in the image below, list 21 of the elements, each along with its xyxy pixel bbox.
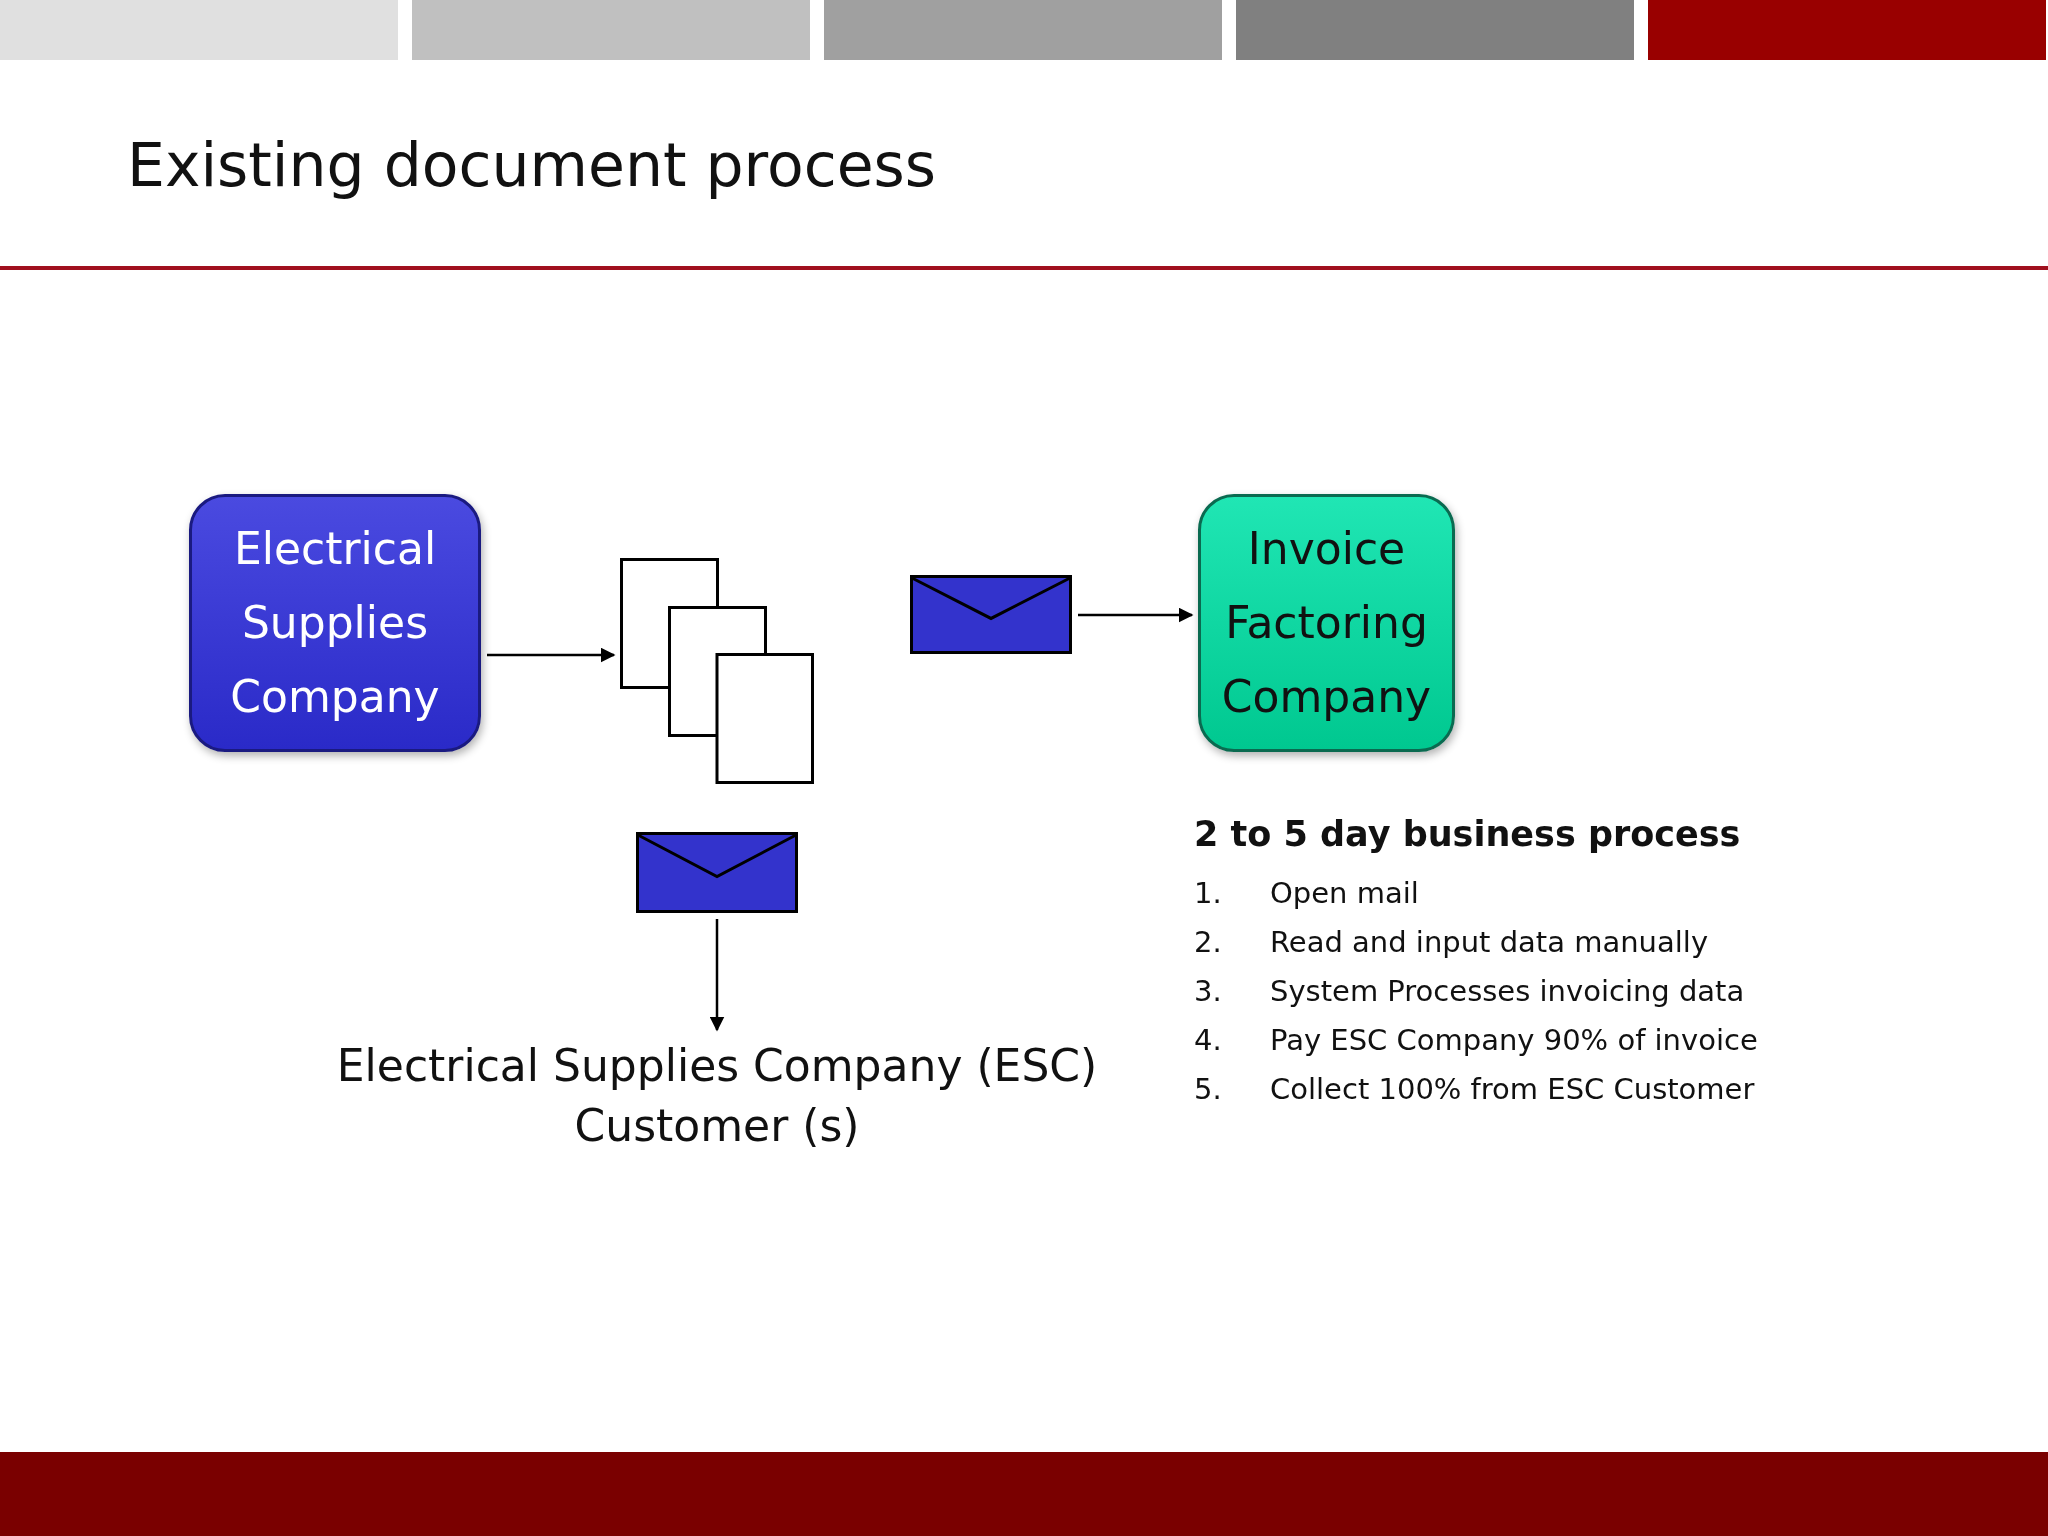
arrow	[709, 919, 725, 1032]
list-item: Read and input data manually	[1270, 925, 1709, 959]
customer-label: Electrical Supplies Company (ESC) Customer (s)	[330, 1036, 1104, 1160]
company-box: Electrical Supplies Company	[189, 494, 481, 752]
list-item: Collect 100% from ESC Customer	[1270, 1072, 1755, 1106]
envelope-icon	[636, 832, 798, 913]
list-number: 4.	[1194, 1023, 1222, 1057]
list-number: 2.	[1194, 925, 1222, 959]
list-item: System Processes invoicing data	[1270, 974, 1745, 1008]
list-item: Pay ESC Company 90% of invoice	[1270, 1023, 1758, 1057]
company-box: Invoice Factoring Company	[1198, 494, 1455, 752]
document-stack-icon	[620, 558, 814, 784]
envelope-icon	[910, 575, 1072, 654]
list-number: 1.	[1194, 876, 1222, 910]
arrow	[1078, 607, 1194, 623]
slide-title: Existing document process	[127, 130, 937, 200]
arrow	[487, 647, 616, 663]
list-number: 3.	[1194, 974, 1222, 1008]
list-number: 5.	[1194, 1072, 1222, 1106]
list-heading: 2 to 5 day business process	[1194, 814, 1741, 854]
list-item: Open mail	[1270, 876, 1419, 910]
